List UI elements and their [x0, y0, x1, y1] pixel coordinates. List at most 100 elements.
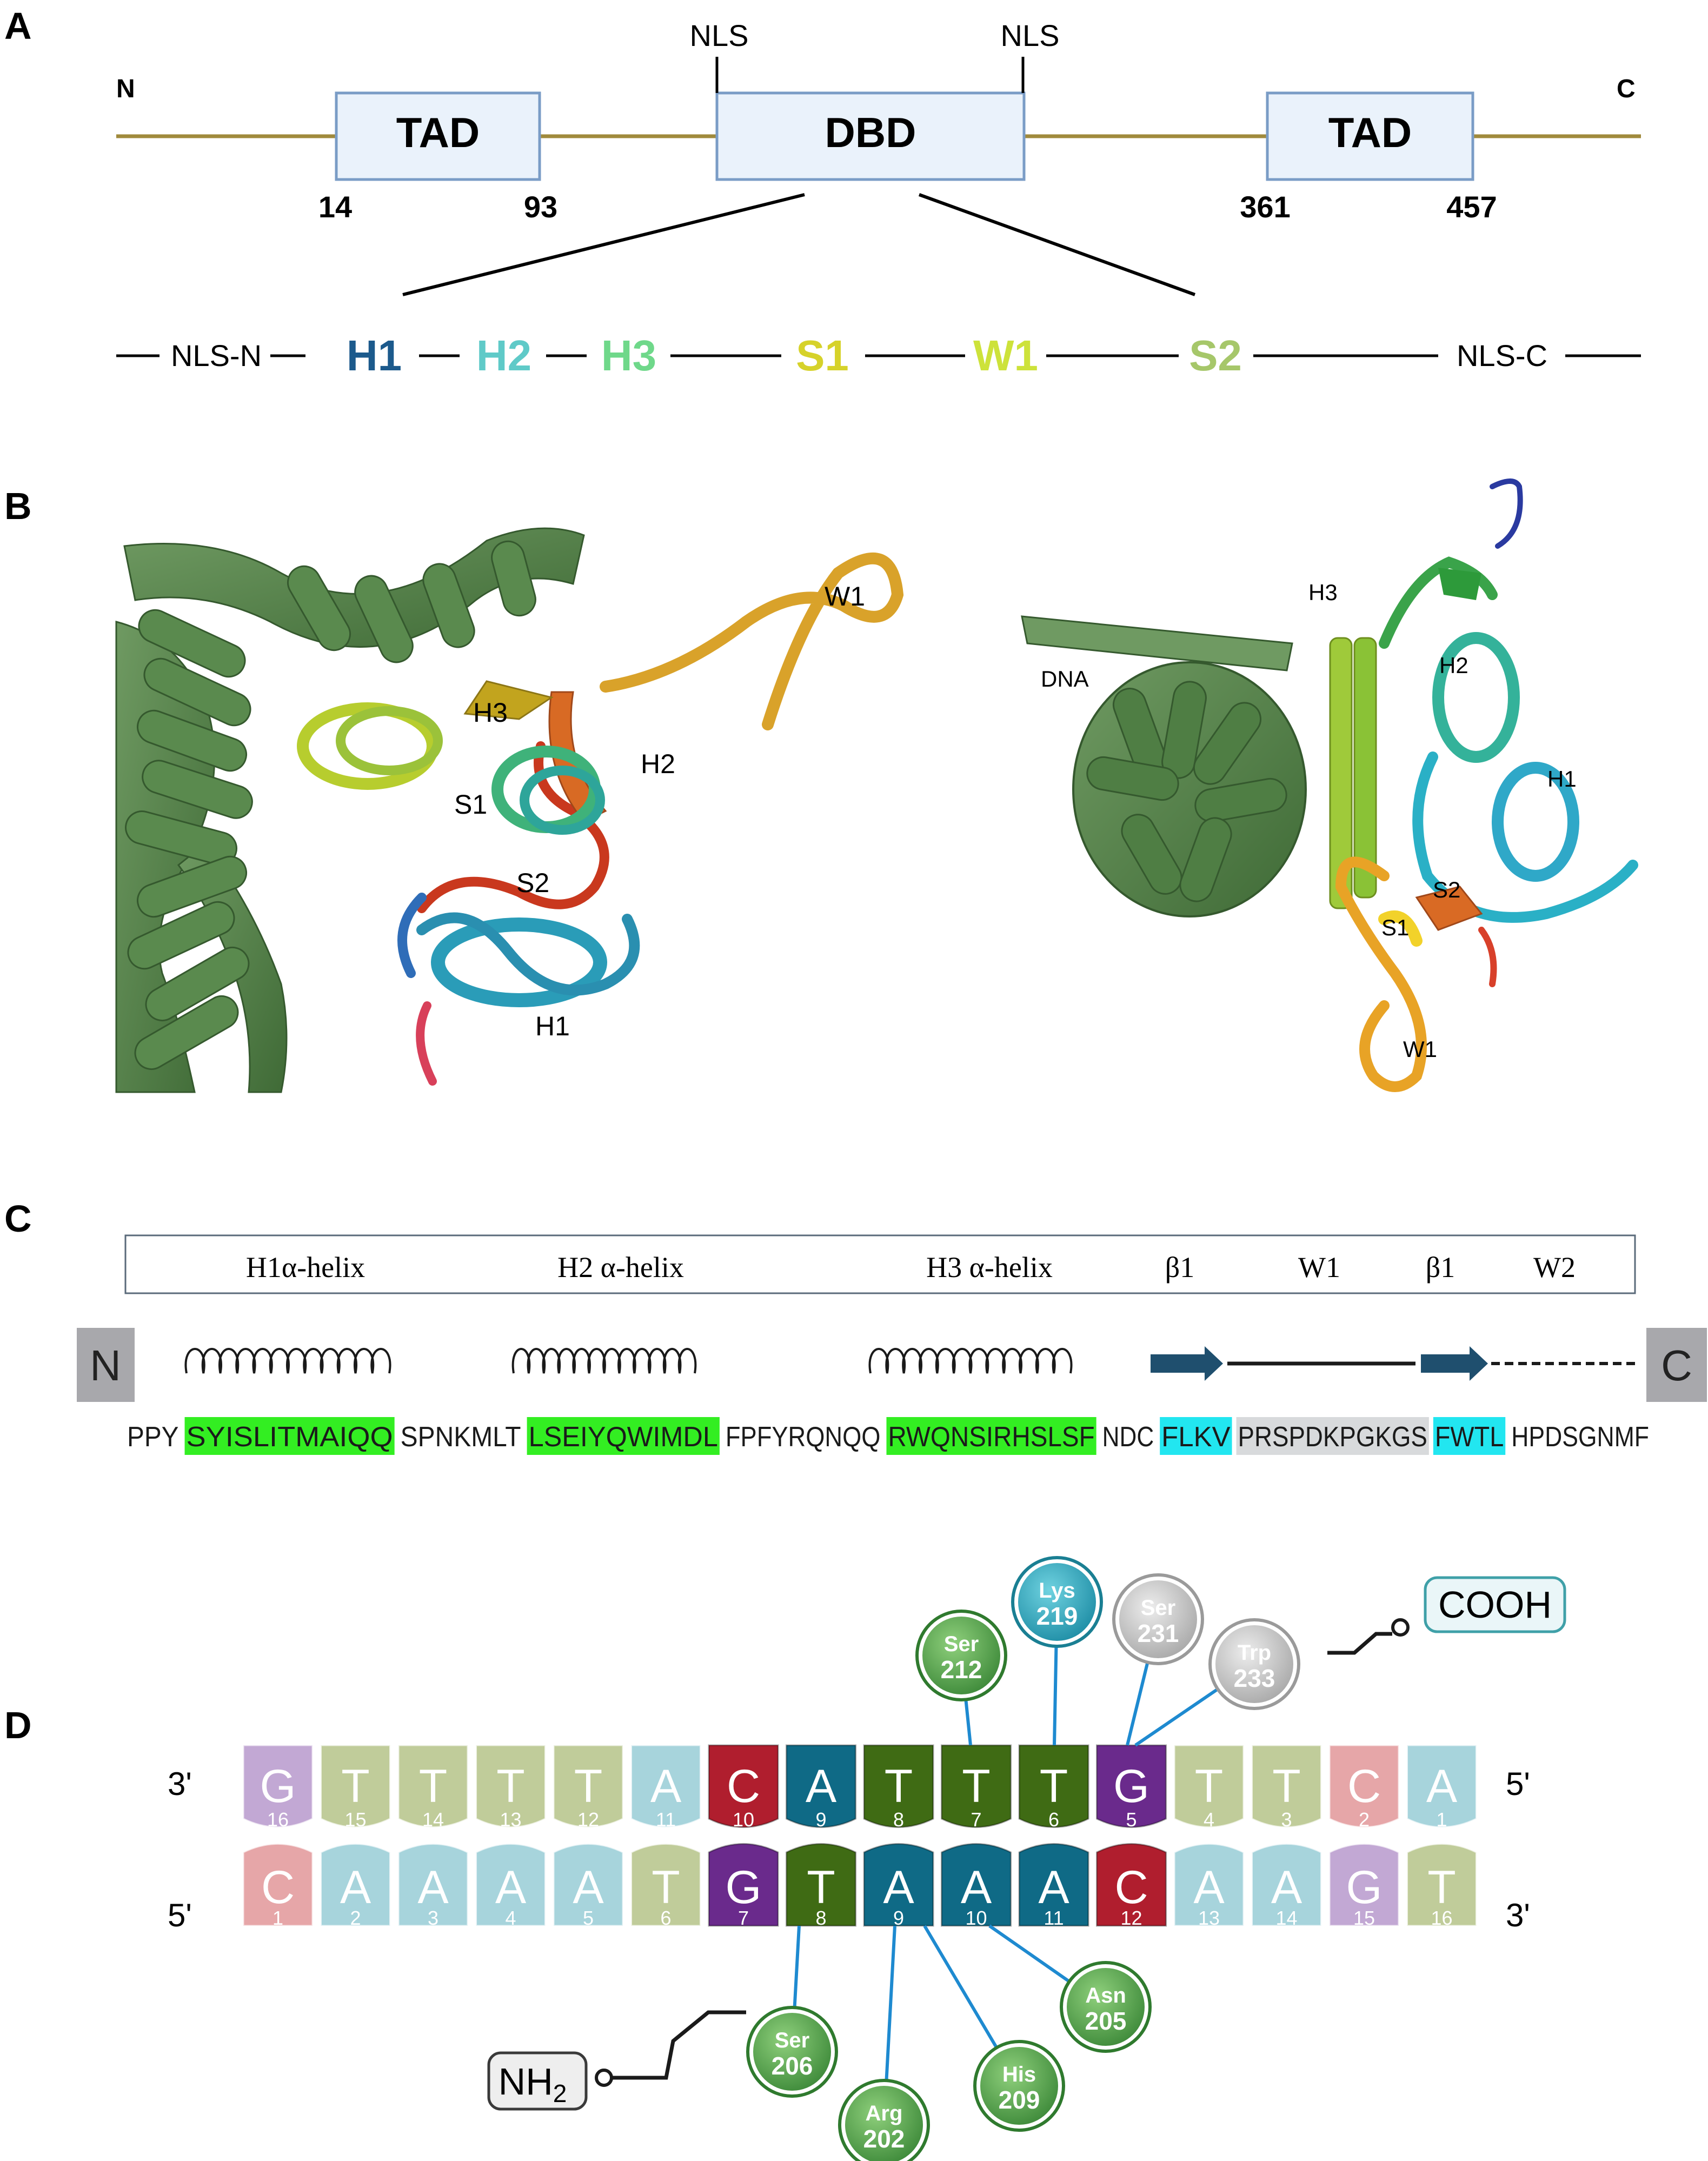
sequence-highlight-helix: [184, 1417, 395, 1455]
base-number: 3: [1281, 1808, 1292, 1831]
header-w2: W2: [1533, 1251, 1576, 1284]
base-letter: C: [727, 1760, 760, 1812]
base-top_strand-G5: G5: [1096, 1744, 1167, 1831]
residue-name: Lys: [1039, 1579, 1075, 1603]
right-label-s2: S2: [1433, 877, 1460, 902]
base-letter: A: [806, 1760, 837, 1812]
header-h3-helix: H3 α-helix: [926, 1251, 1053, 1284]
panel-letter-b: B: [4, 485, 32, 527]
base-bottom_strand-T8: T8: [786, 1843, 856, 1929]
base-letter: T: [1427, 1861, 1456, 1913]
base-number: 9: [893, 1907, 904, 1929]
sequence-segment: PPY: [127, 1421, 179, 1453]
residue-name: Trp: [1238, 1641, 1271, 1665]
sequence-segment: SPNKMLT: [401, 1421, 521, 1453]
base-number: 15: [1353, 1907, 1375, 1929]
nh2-linker-end: [595, 2069, 613, 2087]
tad-domain-label-2: TAD: [1328, 109, 1412, 156]
residue-name: Ser: [775, 2029, 810, 2052]
bottom-strand-3prime-label: 3': [1506, 1897, 1530, 1933]
cooh-linker-end: [1391, 1618, 1410, 1637]
panel-letter-c: C: [4, 1198, 32, 1240]
base-number: 13: [1198, 1907, 1220, 1929]
base-bottom_strand-C12: C12: [1096, 1843, 1167, 1929]
right-label-w1: W1: [1403, 1036, 1437, 1062]
sequence-segment: SYISLITMAIQQ: [187, 1421, 393, 1453]
base-letter: C: [261, 1861, 295, 1913]
base-letter: C: [1347, 1760, 1381, 1812]
base-number: 5: [583, 1907, 594, 1929]
n-terminus-label: N: [116, 75, 135, 103]
base-top_strand-T7: T7: [941, 1744, 1012, 1831]
panel-letter-d: D: [4, 1704, 32, 1746]
base-letter: A: [1426, 1760, 1458, 1812]
base-number: 15: [344, 1808, 366, 1831]
residue-name: His: [1002, 2063, 1036, 2086]
tad-domain-label-1: TAD: [396, 109, 480, 156]
base-letter: A: [1038, 1861, 1069, 1913]
bottom-strand-5prime-label: 5': [168, 1897, 192, 1933]
c-terminal-box: [1646, 1328, 1707, 1402]
sub-h3: H3: [601, 331, 656, 380]
n-terminal-label: N: [90, 1341, 121, 1389]
tad-domain-box-1: [335, 91, 541, 181]
base-top_strand-T8: T8: [863, 1744, 934, 1831]
base-bottom_strand-A4: A4: [475, 1843, 546, 1929]
right-label-h1: H1: [1547, 766, 1577, 792]
base-letter: A: [495, 1861, 527, 1913]
base-letter: C: [1114, 1861, 1148, 1913]
position-457: 457: [1446, 190, 1497, 224]
base-number: 4: [505, 1907, 516, 1929]
base-number: 10: [733, 1808, 754, 1831]
base-number: 7: [971, 1808, 981, 1831]
base-number: 11: [656, 1808, 676, 1831]
residue-number: 231: [1138, 1619, 1179, 1647]
residue-number: 205: [1085, 2007, 1127, 2035]
base-bottom_strand-G7: G7: [708, 1843, 779, 1929]
panel-a-domain-map: N C TAD DBD TAD NLS NLS 14 93 361 457 NL…: [116, 18, 1641, 380]
left-label-h2: H2: [641, 749, 675, 779]
residue-name: Ser: [944, 1632, 979, 1656]
base-number: 16: [267, 1808, 289, 1831]
base-letter: G: [1346, 1861, 1383, 1913]
top-strand-3prime-label: 3': [168, 1766, 192, 1802]
sub-h2: H2: [476, 331, 531, 380]
base-number: 14: [1275, 1907, 1297, 1929]
left-label-s2: S2: [516, 868, 549, 898]
left-label-w1: W1: [825, 581, 865, 611]
n-terminal-box: [77, 1328, 135, 1402]
nh2-linker: [611, 2010, 746, 2080]
base-bottom_strand-A10: A10: [941, 1843, 1012, 1929]
base-letter: T: [962, 1760, 991, 1812]
header-beta1-a: β1: [1165, 1251, 1194, 1284]
base-number: 12: [1120, 1907, 1142, 1929]
base-letter: T: [1195, 1760, 1224, 1812]
base-top_strand-A11: A11: [630, 1744, 701, 1831]
base-top_strand-A9: A9: [786, 1744, 856, 1831]
base-letter: A: [573, 1861, 604, 1913]
base-number: 13: [500, 1808, 521, 1831]
base-letter: A: [1193, 1861, 1225, 1913]
base-number: 16: [1431, 1907, 1452, 1929]
residue-name: Ser: [1141, 1596, 1176, 1620]
base-letter: G: [1113, 1760, 1149, 1812]
base-letter: A: [340, 1861, 371, 1913]
alpha-helix-coil-3: [868, 1348, 1073, 1374]
base-letter: G: [726, 1861, 762, 1913]
zoom-line-left: [402, 193, 805, 296]
panel-b-left-structure: W1 H3 H2 S1 S2 H1: [115, 527, 904, 1093]
base-number: 1: [273, 1907, 283, 1929]
panel-letter-a: A: [4, 5, 32, 47]
base-letter: A: [650, 1760, 682, 1812]
base-top_strand-T3: T3: [1251, 1744, 1322, 1831]
base-number: 9: [815, 1808, 826, 1831]
base-letter: A: [1271, 1861, 1302, 1913]
base-number: 6: [660, 1907, 671, 1929]
base-number: 10: [965, 1907, 987, 1929]
secondary-structure-header-box: [124, 1234, 1636, 1294]
panel-b-right-structure: DNA H3 H2 H1 S2 S1 W1: [1021, 478, 1638, 1092]
